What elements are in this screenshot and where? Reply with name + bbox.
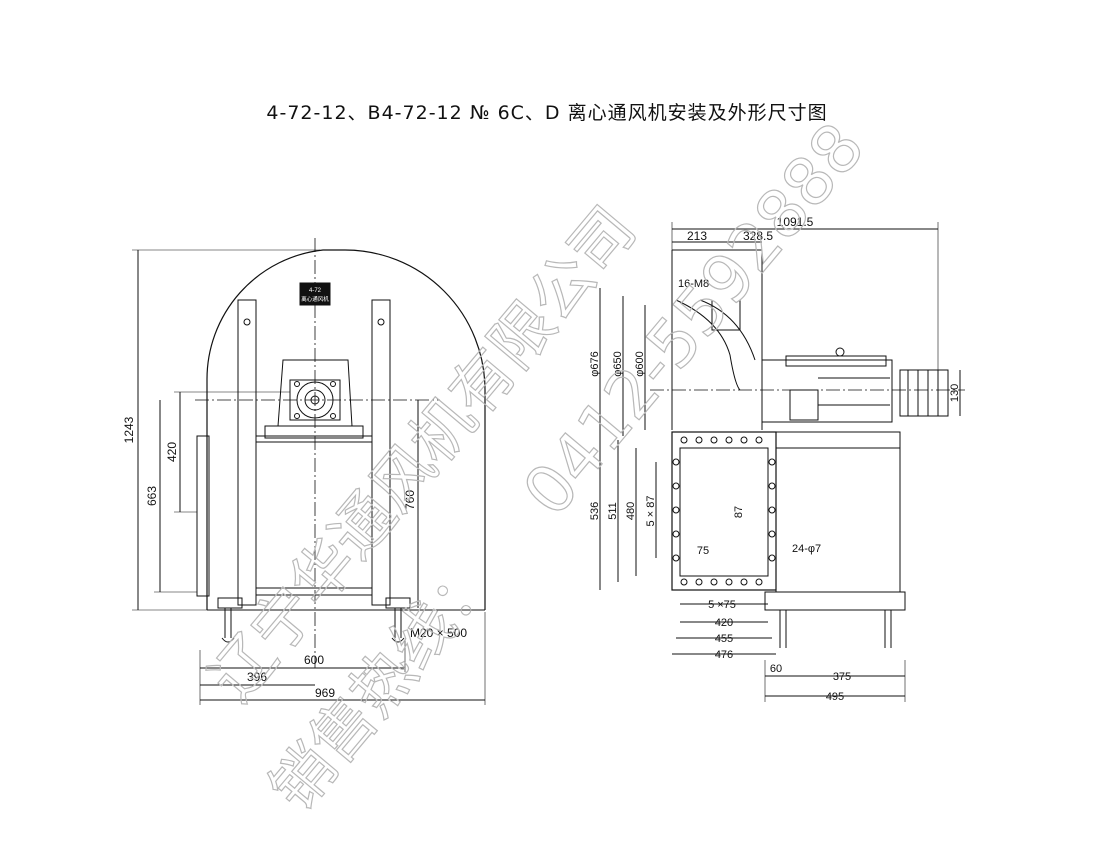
dim-5x87: 5 × 87 — [645, 496, 657, 527]
side-view — [599, 222, 965, 702]
dim-455: 455 — [715, 633, 733, 645]
dia-600: φ600 — [634, 351, 646, 377]
dim-663: 663 — [145, 486, 159, 506]
dim-87: 87 — [733, 506, 745, 518]
dim-overall-height: 1243 — [122, 416, 136, 443]
dia-650: φ650 — [612, 351, 624, 377]
nameplate-name: 离心通风机 — [301, 295, 329, 303]
dim-5x75: 5 ×75 — [708, 599, 736, 611]
dim-420: 420 — [165, 442, 179, 462]
drawing-title: 4-72-12、B4-72-12 № 6C、D 离心通风机安装及外形尺寸图 — [266, 102, 828, 124]
dim-420b: 420 — [715, 617, 733, 629]
dim-60: 60 — [770, 663, 782, 675]
dim-760: 760 — [403, 490, 417, 510]
dim-511: 511 — [607, 502, 619, 520]
dim-969: 969 — [315, 686, 335, 700]
nameplate — [299, 282, 331, 306]
dim-600: 600 — [304, 653, 324, 667]
holes-outlet: 24-φ7 — [792, 543, 821, 555]
dim-213: 213 — [687, 229, 707, 243]
dim-328: 328.5 — [743, 229, 773, 243]
dim-480: 480 — [625, 502, 637, 520]
dim-1091: 1091.5 — [777, 215, 814, 229]
dim-375: 375 — [833, 671, 851, 683]
dim-396: 396 — [247, 670, 267, 684]
nameplate-model: 4-72 — [309, 288, 322, 294]
dim-75: 75 — [697, 545, 709, 557]
flange-holes — [672, 436, 776, 586]
dim-495: 495 — [826, 691, 844, 703]
front-view — [132, 238, 486, 705]
dim-536: 536 — [589, 502, 601, 520]
bolt-label: M20 × 500 — [410, 626, 467, 640]
holes-top: 16-M8 — [678, 278, 709, 290]
watermark: 辽宁华通风机有限公司 销售热线： 0412-5592888 — [195, 108, 880, 825]
dim-130: 130 — [949, 384, 961, 402]
dim-476: 476 — [715, 649, 733, 661]
dia-676: φ676 — [589, 351, 601, 377]
